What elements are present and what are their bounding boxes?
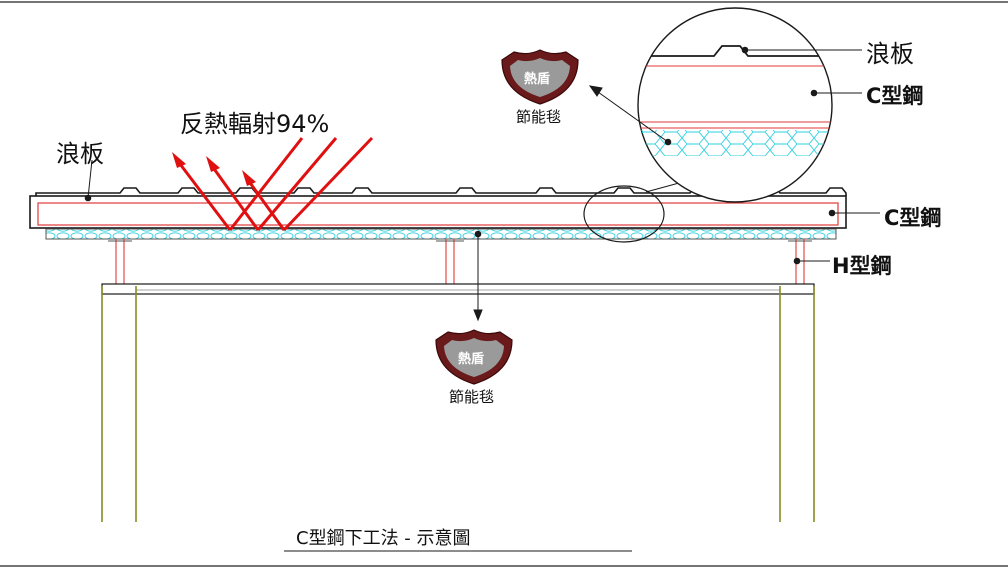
wave-board-left-label: 浪板 (56, 140, 104, 168)
wave-board-right-label: 浪板 (866, 40, 914, 68)
detail-wave-board (638, 45, 832, 57)
h-steel-middle (436, 239, 464, 284)
detail-marker-ellipse (583, 185, 665, 243)
column-left (101, 286, 137, 522)
detail-circle (637, 7, 833, 203)
reflection-label: 反熱輻射94% (180, 110, 330, 138)
badge-top-caption: 節能毯 (516, 108, 562, 126)
h-steel-left (108, 239, 132, 284)
badge-mid-caption: 節能毯 (449, 388, 495, 406)
reflection-arrows (172, 136, 374, 232)
column-right (779, 286, 815, 522)
c-steel-detail-label: C型鋼 (866, 84, 924, 108)
badge-mid-shield-text: 熱盾 (458, 352, 485, 367)
c-steel-main-label: C型鋼 (884, 206, 942, 230)
c-steel-inner-red (37, 202, 839, 226)
h-steel-label: H型鋼 (832, 254, 892, 278)
leaders (84, 46, 880, 322)
main-beam (101, 283, 815, 295)
shield-badge-top (501, 49, 579, 105)
insulation-blanket (45, 228, 837, 240)
caption: C型鋼下工法 - 示意圖 (296, 528, 471, 549)
shield-badge-middle (435, 329, 513, 385)
c-steel-purlin (29, 195, 847, 229)
badge-top-shield-text: 熱盾 (524, 72, 551, 87)
detail-insulation (638, 130, 832, 156)
